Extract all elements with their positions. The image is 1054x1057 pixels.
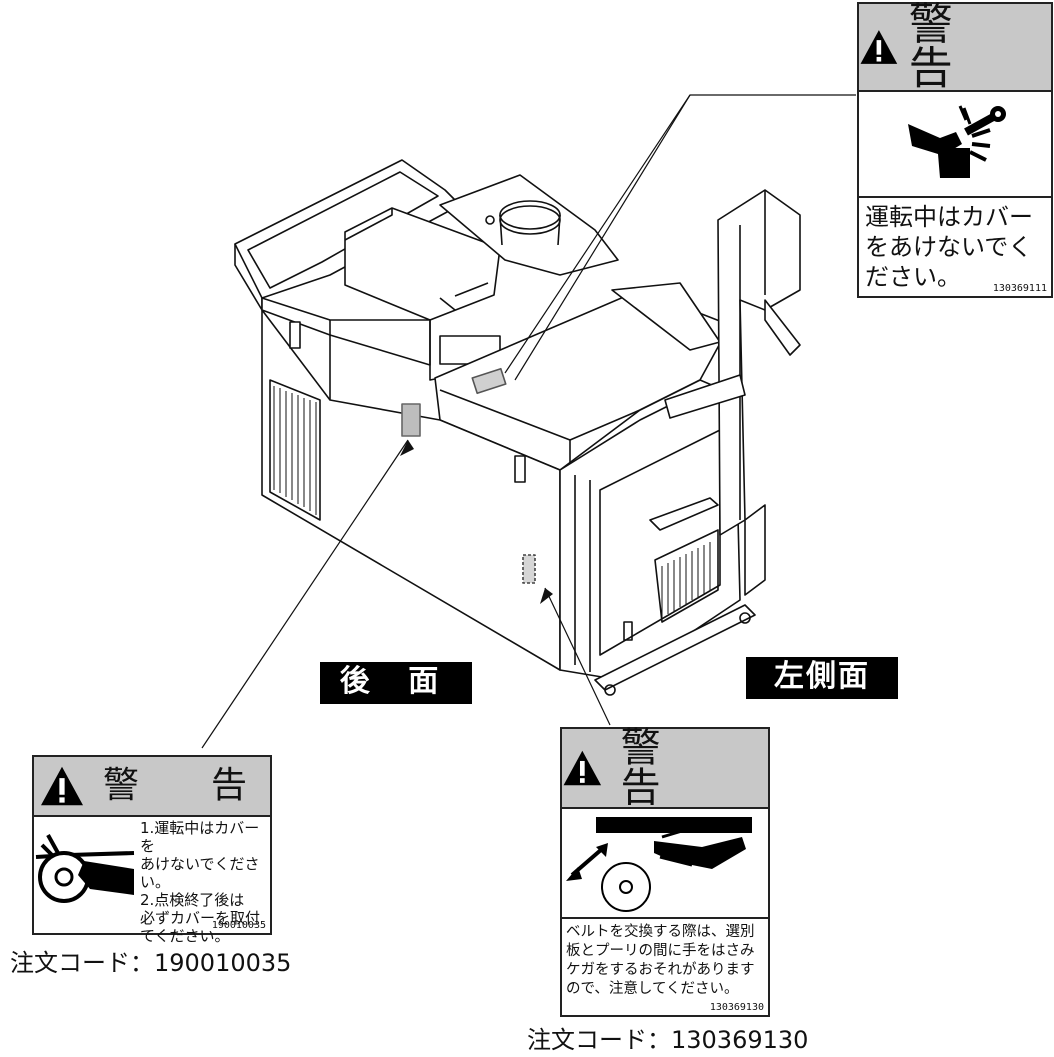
view-tag-left-side: 左側面 <box>746 657 898 699</box>
order-code-rear: 注文コード：190010035 <box>10 949 292 977</box>
main-deck <box>434 282 736 475</box>
warning-label-cover: 警 告 運転中はカバー をあけないでく ださい。 130369111 <box>857 2 1053 298</box>
warning-text: 1.運転中はカバーを あけないでください。 2.点検終了後は 必ずカバーを取付 … <box>140 819 261 945</box>
warning-title: 警 告 <box>102 765 265 806</box>
warning-triangle-icon <box>40 766 83 806</box>
warning-label-belt: 警 告 ベルトを交換する際は、選別 板とプーリの間に手をはさみ ケガをするおそれ… <box>560 727 770 1017</box>
label-code: 130369130 <box>709 1002 764 1013</box>
label-code: 190010035 <box>211 920 266 931</box>
warning-label-header: 警 告 <box>859 0 1051 94</box>
warning-triangle-icon <box>860 30 898 64</box>
warning-triangle-icon <box>563 750 602 786</box>
warning-label-header: 警 告 <box>562 725 768 811</box>
view-tag-rear: 後 面 <box>320 662 472 704</box>
belt-pulley-hand-icon <box>35 834 135 903</box>
warning-text: ベルトを交換する際は、選別 板とプーリの間に手をはさみ ケガをするおそれがありま… <box>566 924 755 997</box>
warning-text: 運転中はカバー をあけないでく ださい。 <box>865 203 1033 291</box>
leader-lines <box>201 94 856 749</box>
warning-label-rear: 警 告 1.運転中はカバーを あけないでください。 2.点検終了後は 必ずカバー… <box>32 755 272 945</box>
warning-title: 警 告 <box>620 725 737 811</box>
hopper-block <box>344 207 501 321</box>
elevator-column <box>664 189 801 596</box>
pulley-hand-icon <box>562 817 768 919</box>
warning-label-header: 警 告 <box>34 757 270 817</box>
duct-outlet <box>439 174 619 276</box>
label-code: 130369111 <box>992 283 1047 294</box>
side-panel <box>559 389 756 696</box>
pinch-hand-icon <box>859 92 1051 198</box>
order-code-side: 注文コード：130369130 <box>527 1026 809 1054</box>
warning-title: 警 告 <box>908 0 1033 94</box>
